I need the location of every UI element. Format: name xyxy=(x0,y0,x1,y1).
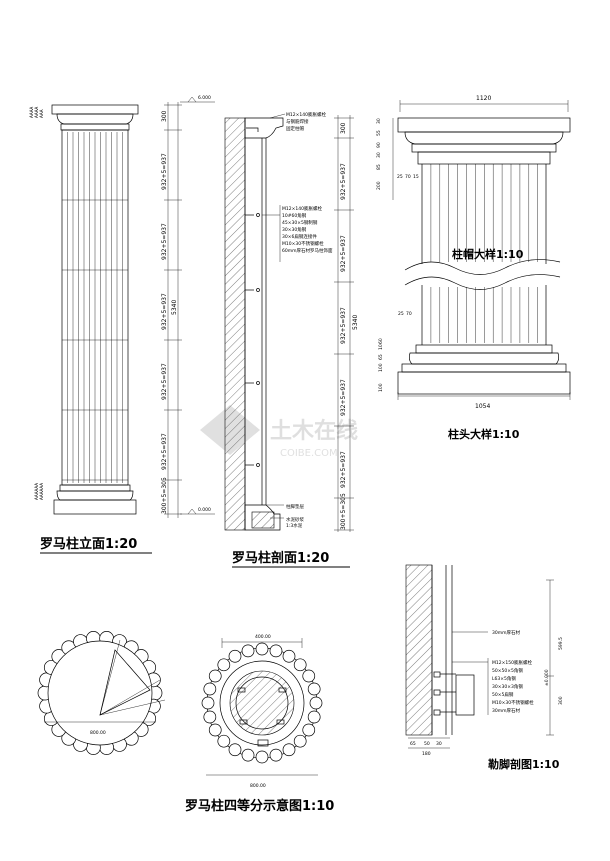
base-detail: 1054 25 70 100 100 65 10 60 柱头大样1:10 xyxy=(378,285,571,441)
section-note-4: 10#60角钢 xyxy=(282,212,307,219)
svg-text:AAA: AAA xyxy=(39,109,44,118)
level-top: 6.000 xyxy=(198,95,211,101)
capital-h-4: 55 xyxy=(376,130,382,136)
plinth-dim-total: 599.5 xyxy=(558,637,564,650)
column-elevation: AAAA AAAA AAA AAAAAA AAAAAA 300 932+5=93… xyxy=(29,95,215,554)
svg-text:AAAAAA: AAAAAA xyxy=(39,483,44,500)
plinth-dim-b0: 65 xyxy=(410,741,416,747)
caption-base: 柱头大样1:10 xyxy=(448,427,520,441)
plinth-note-0: 30mm厚石材 xyxy=(492,629,520,636)
capital-h-1: 85 xyxy=(376,164,382,170)
sec-dim-4: 932+5=937 xyxy=(340,379,347,416)
sec-dim-3: 932+5=937 xyxy=(340,307,347,344)
watermark-sub: COIBE.COM xyxy=(280,448,338,459)
column-section: M12×140膨胀螺栓 与钢筋焊接 固定柱帽 M12×140膨胀螺栓 10#60… xyxy=(224,111,359,568)
sec-dim-1: 932+5=937 xyxy=(340,163,347,200)
base-width: 1054 xyxy=(475,403,490,410)
section-note-7: 30×6扁钢连接件 xyxy=(282,233,317,240)
section-note-11: 水泥砂浆 xyxy=(286,516,304,523)
base-fillet: 70 xyxy=(406,311,412,317)
section-note-5: 45×30×5钢制钢 xyxy=(282,219,318,226)
elev-dim-total: 5340 xyxy=(171,300,178,315)
elev-dim-2: 932+5=937 xyxy=(161,223,168,260)
capital-fillet: 70 xyxy=(405,174,411,180)
section-note-12: 1:3水泥 xyxy=(286,522,303,529)
section-note-1: 与钢筋焊接 xyxy=(286,118,309,125)
plinth-dim-width: 180 xyxy=(422,751,431,757)
sec-dim-6: 300+5=305 xyxy=(340,493,347,530)
svg-text:AAAA: AAAA xyxy=(34,106,39,118)
capital-h-5: 30 xyxy=(376,118,382,124)
capital-h-3: 90 xyxy=(376,142,382,148)
section-note-6: 30×30角钢 xyxy=(282,226,307,233)
capital-detail: 1120 200 85 30 90 55 30 25 70 15 柱帽大样1:1… xyxy=(376,95,571,290)
plinth-note-6: M10×30不锈钢螺栓 xyxy=(492,699,534,706)
sec-dim-total: 5340 xyxy=(352,315,359,330)
plan-dim-right: 800.00 xyxy=(250,783,266,789)
caption-elevation: 罗马柱立面1:20 xyxy=(40,536,137,552)
section-note-9: 60mm厚石材罗马柱饰面 xyxy=(282,247,333,254)
section-note-2: 固定柱帽 xyxy=(286,125,304,132)
plinth-level: ±0.000 xyxy=(544,669,550,686)
caption-quarter-plan: 罗马柱四等分示意图1:10 xyxy=(185,798,334,814)
plinth-note-4: 30×30×3角钢 xyxy=(492,683,523,690)
level-bottom: 0.000 xyxy=(198,507,211,513)
watermark-text: 土木在线 xyxy=(270,418,358,444)
capital-width: 1120 xyxy=(476,95,491,102)
capital-top: 15 xyxy=(413,174,419,180)
sec-dim-5: 932+5=937 xyxy=(340,451,347,488)
capital-flute: 25 xyxy=(397,174,403,180)
plinth-note-7: 30mm厚石材 xyxy=(492,707,520,714)
base-h-3: 10 xyxy=(378,344,384,350)
plan-dim-left: 800.00 xyxy=(90,730,106,736)
capital-h-2: 30 xyxy=(376,152,382,158)
base-flute: 25 xyxy=(398,311,404,317)
plinth-dim-h1: 300 xyxy=(558,696,564,705)
plinth-note-2: 50×50×5角钢 xyxy=(492,667,523,674)
sec-dim-2: 932+5=937 xyxy=(340,235,347,272)
elev-dim-3: 932+5=937 xyxy=(161,293,168,330)
elev-dim-6: 300+5=305 xyxy=(161,477,168,514)
plan-dim-inner: 400.00 xyxy=(255,634,271,640)
svg-text:AAAA: AAAA xyxy=(29,106,34,118)
caption-section: 罗马柱剖面1:20 xyxy=(232,550,329,566)
capital-h-0: 200 xyxy=(376,181,382,190)
plinth-note-5: 50×5扁钢 xyxy=(492,691,514,698)
elev-dim-5: 932+5=937 xyxy=(161,433,168,470)
base-h-1: 100 xyxy=(378,363,384,372)
plinth-note-1: M12×150膨胀螺栓 xyxy=(492,659,532,666)
plinth-dim-b1: 50 xyxy=(424,741,430,747)
section-note-0: M12×140膨胀螺栓 xyxy=(286,111,326,118)
quarter-plan: 800.00 400.00 800.00 罗马柱四等分示意图1:10 xyxy=(37,631,334,814)
elev-dim-1: 932+5=937 xyxy=(161,153,168,190)
plinth-section: 30mm厚石材 M12×150膨胀螺栓 50×50×5角钢 L63×5角钢 30… xyxy=(405,564,564,771)
base-h-0: 100 xyxy=(378,383,384,392)
base-h-4: 60 xyxy=(378,338,384,344)
plinth-dim-b2: 30 xyxy=(436,741,442,747)
plinth-note-3: L63×5角钢 xyxy=(492,675,516,682)
watermark-logo: 土木在线 COIBE.COM xyxy=(200,405,358,459)
base-h-2: 65 xyxy=(378,354,384,360)
section-note-10: 柱脚垫层 xyxy=(286,503,304,510)
sec-dim-0: 300 xyxy=(340,122,347,134)
section-note-3: M12×140膨胀螺栓 xyxy=(282,205,322,212)
svg-text:AAAAAA: AAAAAA xyxy=(34,483,39,500)
caption-plinth: 勒脚剖图1:10 xyxy=(488,757,560,771)
caption-capital: 柱帽大样1:10 xyxy=(452,247,524,261)
elev-dim-0: 300 xyxy=(161,110,168,122)
elev-dim-4: 932+5=937 xyxy=(161,363,168,400)
section-note-8: M10×30不锈钢螺栓 xyxy=(282,240,324,247)
